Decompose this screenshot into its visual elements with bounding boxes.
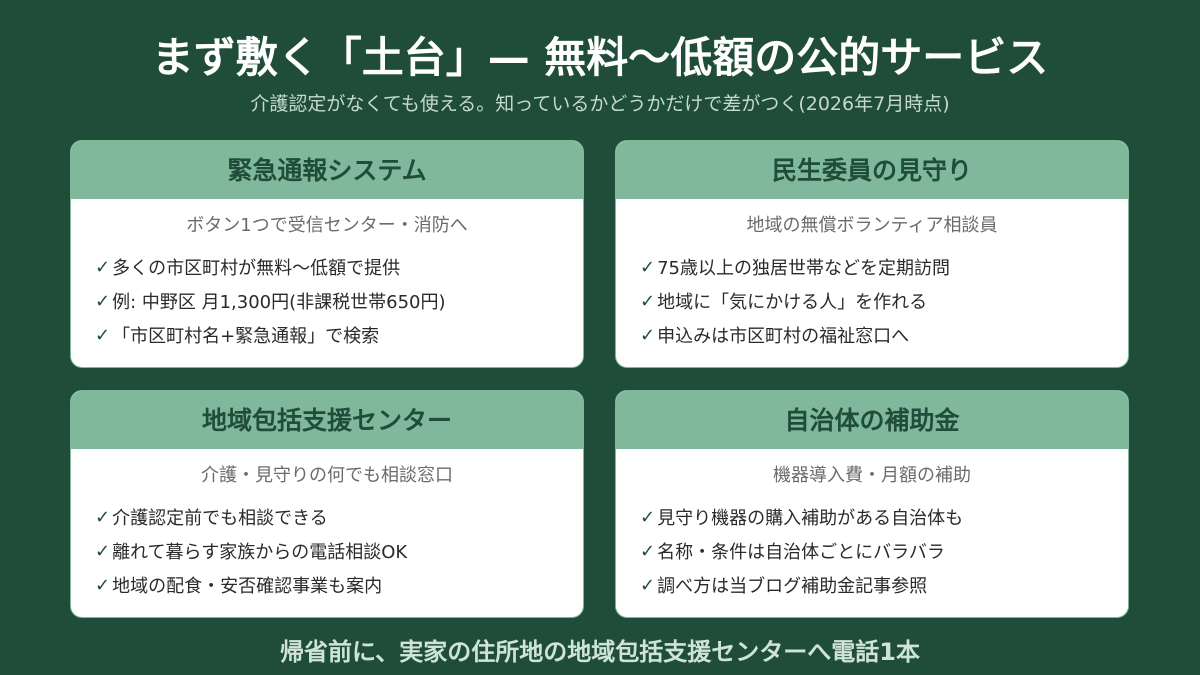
list-item: ✓例: 中野区 月1,300円(非課税世帯650円) <box>95 284 583 318</box>
check-icon: ✓ <box>95 506 111 528</box>
page-subtitle: 介護認定がなくても使える。知っているかどうかだけで差がつく(2026年7月時点) <box>250 93 950 115</box>
list-item: ✓名称・条件は自治体ごとにバラバラ <box>640 534 1128 568</box>
list-item-text: 離れて暮らす家族からの電話相談OK <box>112 542 408 563</box>
card-header: 民生委員の見守り <box>616 141 1128 199</box>
list-item: ✓地域に「気にかける人」を作れる <box>640 284 1128 318</box>
card-header: 緊急通報システム <box>71 141 583 199</box>
card-welfare-commissioner: 民生委員の見守り 地域の無償ボランティア相談員 ✓75歳以上の独居世帯などを定期… <box>615 140 1129 368</box>
footer-call-to-action: 帰省前に、実家の住所地の地域包括支援センターへ電話1本 <box>280 638 920 666</box>
check-icon: ✓ <box>640 506 656 528</box>
check-icon: ✓ <box>95 290 111 312</box>
list-item: ✓75歳以上の独居世帯などを定期訪問 <box>640 250 1128 284</box>
card-subtitle: ボタン1つで受信センター・消防へ <box>186 215 468 236</box>
list-item: ✓「市区町村名+緊急通報」で検索 <box>95 318 583 352</box>
list-item-text: 例: 中野区 月1,300円(非課税世帯650円) <box>112 292 446 313</box>
card-header: 地域包括支援センター <box>71 391 583 449</box>
card-municipal-subsidy: 自治体の補助金 機器導入費・月額の補助 ✓見守り機器の購入補助がある自治体も ✓… <box>615 390 1129 618</box>
list-item-text: 介護認定前でも相談できる <box>112 508 328 529</box>
check-icon: ✓ <box>95 540 111 562</box>
list-item: ✓多くの市区町村が無料〜低額で提供 <box>95 250 583 284</box>
check-icon: ✓ <box>95 324 111 346</box>
list-item: ✓調べ方は当ブログ補助金記事参照 <box>640 568 1128 602</box>
card-subtitle: 機器導入費・月額の補助 <box>773 465 971 486</box>
card-subtitle: 地域の無償ボランティア相談員 <box>746 215 998 236</box>
list-item-text: 「市区町村名+緊急通報」で検索 <box>112 326 380 347</box>
check-icon: ✓ <box>95 574 111 596</box>
card-list: ✓見守り機器の購入補助がある自治体も ✓名称・条件は自治体ごとにバラバラ ✓調べ… <box>616 500 1128 602</box>
list-item-text: 多くの市区町村が無料〜低額で提供 <box>112 258 401 279</box>
list-item-text: 申込みは市区町村の福祉窓口へ <box>657 326 910 347</box>
card-community-support-center: 地域包括支援センター 介護・見守りの何でも相談窓口 ✓介護認定前でも相談できる … <box>70 390 584 618</box>
list-item: ✓地域の配食・安否確認事業も案内 <box>95 568 583 602</box>
check-icon: ✓ <box>640 290 656 312</box>
card-list: ✓介護認定前でも相談できる ✓離れて暮らす家族からの電話相談OK ✓地域の配食・… <box>71 500 583 602</box>
card-header: 自治体の補助金 <box>616 391 1128 449</box>
card-emergency-alert: 緊急通報システム ボタン1つで受信センター・消防へ ✓多くの市区町村が無料〜低額… <box>70 140 584 368</box>
card-subtitle: 介護・見守りの何でも相談窓口 <box>201 465 453 486</box>
check-icon: ✓ <box>640 574 656 596</box>
check-icon: ✓ <box>95 256 111 278</box>
list-item-text: 地域に「気にかける人」を作れる <box>657 292 928 313</box>
list-item-text: 見守り機器の購入補助がある自治体も <box>657 508 964 529</box>
check-icon: ✓ <box>640 324 656 346</box>
list-item: ✓介護認定前でも相談できる <box>95 500 583 534</box>
list-item-text: 調べ方は当ブログ補助金記事参照 <box>657 576 928 597</box>
list-item-text: 地域の配食・安否確認事業も案内 <box>112 576 383 597</box>
list-item: ✓離れて暮らす家族からの電話相談OK <box>95 534 583 568</box>
card-list: ✓75歳以上の独居世帯などを定期訪問 ✓地域に「気にかける人」を作れる ✓申込み… <box>616 250 1128 352</box>
list-item: ✓見守り機器の購入補助がある自治体も <box>640 500 1128 534</box>
list-item-text: 75歳以上の独居世帯などを定期訪問 <box>657 258 950 279</box>
card-list: ✓多くの市区町村が無料〜低額で提供 ✓例: 中野区 月1,300円(非課税世帯6… <box>71 250 583 352</box>
list-item: ✓申込みは市区町村の福祉窓口へ <box>640 318 1128 352</box>
check-icon: ✓ <box>640 256 656 278</box>
list-item-text: 名称・条件は自治体ごとにバラバラ <box>657 542 945 563</box>
page-title: まず敷く「土台」— 無料〜低額の公的サービス <box>151 33 1049 82</box>
check-icon: ✓ <box>640 540 656 562</box>
